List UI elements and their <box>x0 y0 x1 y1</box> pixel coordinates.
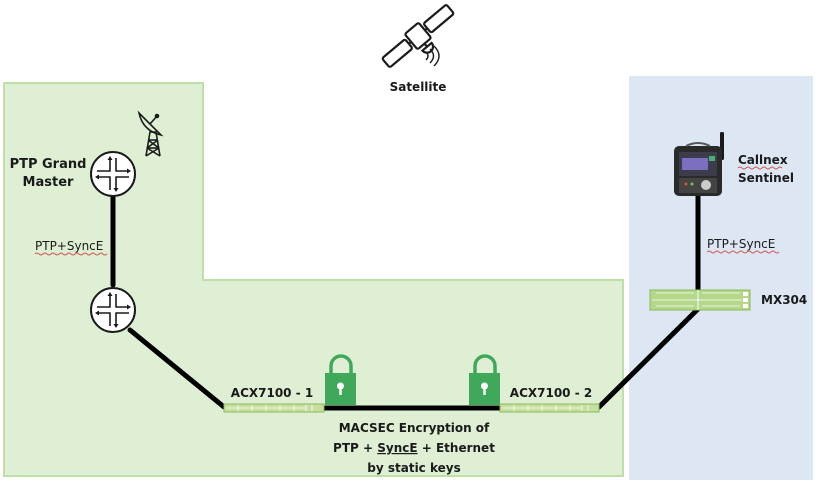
satellite-icon <box>381 4 455 68</box>
acx7100-2-label: ACX7100 - 2 <box>510 386 592 400</box>
link-label-left: PTP+SyncE <box>35 239 103 253</box>
macsec-line2-part-b: SyncE <box>377 441 417 455</box>
macsec-label-line1: MACSEC Encryption of <box>339 421 490 435</box>
mx304-label: MX304 <box>761 293 807 307</box>
acx7100-1-switch-icon <box>223 403 325 413</box>
acx7100-1-label: ACX7100 - 1 <box>231 386 313 400</box>
link-label-right: PTP+SyncE <box>707 237 775 251</box>
satellite-dish-tower-icon <box>137 110 164 157</box>
lock-icon <box>325 354 356 405</box>
sentinel-label-2: Sentinel <box>738 171 794 185</box>
links <box>110 193 701 411</box>
macsec-line2-part-c: + Ethernet <box>418 441 496 455</box>
sentinel-label-1: Callnex <box>738 153 788 167</box>
link-acx2-mx304 <box>596 306 701 410</box>
link-router2-acx1 <box>127 327 227 410</box>
router2-icon <box>90 287 136 333</box>
macsec-line2-part-a: PTP + <box>333 441 377 455</box>
macsec-label-line2: PTP + SyncE + Ethernet <box>333 441 495 455</box>
lock-icon <box>469 354 500 405</box>
grand-master-router-icon <box>90 151 136 197</box>
spellcheck-underline <box>737 166 783 170</box>
sentinel-device-icon <box>674 132 724 196</box>
green-zone <box>3 82 624 477</box>
acx7100-2-switch-icon <box>499 403 600 413</box>
spellcheck-underline <box>34 252 108 256</box>
spellcheck-underline <box>706 250 780 254</box>
macsec-label-line3: by static keys <box>367 461 460 475</box>
grand-master-label-2: Master <box>23 175 74 190</box>
grand-master-label-1: PTP Grand <box>10 157 87 172</box>
satellite-signal-icon <box>425 45 440 67</box>
satellite-label: Satellite <box>390 80 447 94</box>
mx304-chassis-router-icon <box>649 289 751 311</box>
